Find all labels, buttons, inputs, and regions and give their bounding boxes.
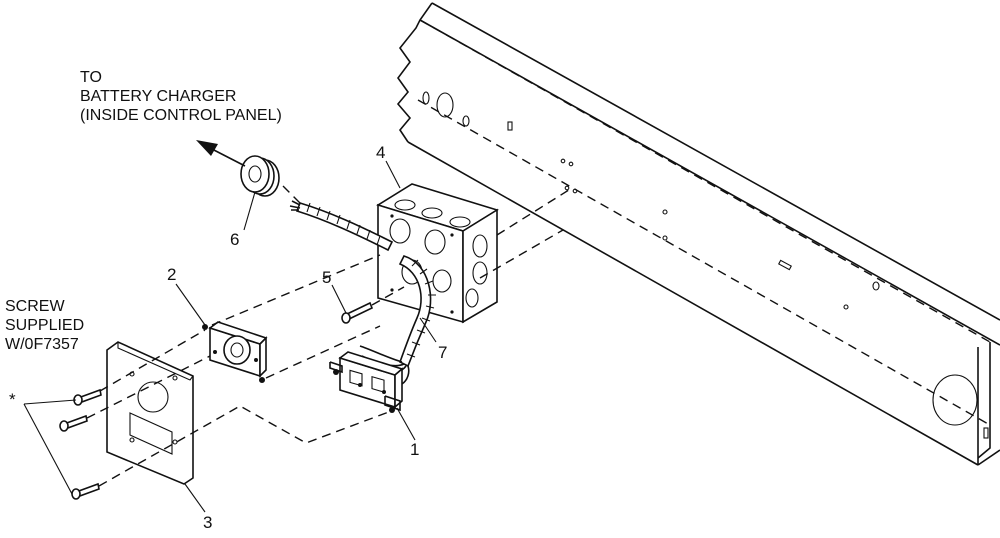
- receptacle-2: [202, 321, 268, 383]
- electrical-box: [376, 183, 499, 324]
- cover-screws: [59, 388, 102, 500]
- callout-to-line2: BATTERY CHARGER: [80, 88, 236, 105]
- part-number-5: 5: [322, 268, 331, 287]
- screw-5: [341, 301, 374, 324]
- frame-rail: [396, 2, 1000, 466]
- asterisk-marker: *: [9, 390, 16, 409]
- direction-arrow: [196, 140, 246, 167]
- callout-screw-line1: SCREW: [5, 298, 65, 315]
- receptacle-1: [329, 351, 404, 413]
- screw-supplied-callout: SCREW SUPPLIED W/0F7357: [5, 298, 84, 353]
- part-number-6: 6: [230, 230, 239, 249]
- callout-screw-line3: W/0F7357: [5, 336, 79, 353]
- flexible-conduit: [289, 200, 436, 385]
- leader-lines: [23, 160, 437, 513]
- part-numbers: 1 2 3 4 5 6 7: [167, 143, 447, 532]
- callout-to-line1: TO: [80, 69, 102, 86]
- callout-to-line3: (INSIDE CONTROL PANEL): [80, 107, 282, 124]
- part-number-3: 3: [203, 513, 212, 532]
- assembly-lines: [86, 185, 573, 487]
- battery-charger-callout: TO BATTERY CHARGER (INSIDE CONTROL PANEL…: [80, 69, 282, 124]
- cover-plate: [106, 341, 194, 485]
- callout-screw-line2: SUPPLIED: [5, 317, 84, 334]
- part-number-4: 4: [376, 143, 385, 162]
- grommet: [240, 155, 280, 197]
- part-number-1: 1: [410, 440, 419, 459]
- part-number-2: 2: [167, 265, 176, 284]
- part-number-7: 7: [438, 343, 447, 362]
